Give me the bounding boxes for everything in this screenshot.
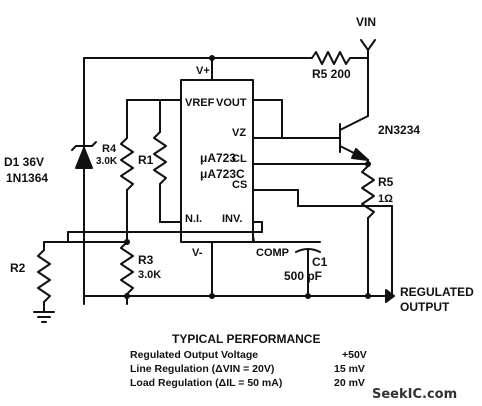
transistor-collector [339, 115, 369, 131]
junction-dot [365, 293, 371, 299]
pin-comp: COMP [256, 247, 289, 259]
transistor-label: 2N3234 [378, 123, 420, 137]
perf-row-value: +50V [342, 349, 367, 361]
perf-row-value: 20 mV [334, 377, 365, 389]
transistor-emitter-arrow [351, 148, 369, 161]
perf-row-label: Line Regulation (ΔVIN = 20V) [130, 363, 274, 375]
pin-cl: CL [232, 153, 247, 165]
junction-dot [209, 293, 215, 299]
resistor-r1 [153, 131, 167, 185]
ic-ua723-body [180, 79, 254, 243]
output-label-1: REGULATED [400, 285, 474, 299]
resistor-r4 [120, 137, 134, 191]
diode-label-1: D1 36V [4, 155, 44, 169]
resistor-r2 [37, 249, 51, 303]
r4-label: R4 [102, 143, 117, 155]
vin-terminal-symbol [360, 39, 376, 59]
pin-vref: VREF [185, 97, 215, 109]
r5-top-label: R5 200 [312, 67, 351, 81]
pin-cs: CS [232, 179, 247, 191]
perf-row-label: Load Regulation (ΔIL = 50 mA) [130, 377, 282, 389]
pin-inv: INV. [222, 213, 242, 225]
perf-row-label: Regulated Output Voltage [130, 349, 258, 361]
junction-dot [365, 161, 371, 167]
resistor-r5-top [311, 51, 351, 65]
perf-row-value: 15 mV [334, 363, 365, 375]
r3-label: R3 [138, 253, 154, 267]
wire-comp [252, 235, 255, 243]
ic-name-1: μA723 [200, 151, 236, 165]
c1-value: 500 pF [284, 269, 322, 283]
pin-vz: VZ [232, 127, 246, 139]
pin-vout: VOUT [216, 97, 247, 109]
resistor-r3 [120, 241, 134, 295]
r5-side-value: 1Ω [378, 193, 393, 205]
junction-dot [124, 239, 130, 245]
r3-value: 3.0K [138, 269, 161, 281]
resistor-r5-side [361, 165, 375, 219]
junction-dot [209, 55, 215, 61]
zener-diode-bar [71, 141, 97, 151]
output-arrow [385, 289, 395, 303]
r1-label: R1 [138, 153, 154, 167]
c1-label: C1 [312, 255, 328, 269]
output-label-2: OUTPUT [400, 300, 450, 314]
pin-vminus: V- [192, 247, 203, 259]
junction-dot [305, 293, 311, 299]
r2-label: R2 [10, 261, 26, 275]
watermark: SeekIC.com [372, 387, 457, 402]
pin-ni: N.I. [185, 213, 202, 225]
diode-label-2: 1N1364 [6, 171, 48, 185]
pin-vplus: V+ [196, 65, 210, 77]
zener-diode-d1 [75, 147, 93, 169]
vin-label: VIN [356, 15, 376, 29]
ic-name-2: μA723C [200, 167, 245, 181]
r4-value: 3.0K [96, 156, 118, 167]
junction-dot [124, 293, 130, 299]
performance-title: TYPICAL PERFORMANCE [172, 332, 320, 346]
r5-side-label: R5 [378, 175, 394, 189]
